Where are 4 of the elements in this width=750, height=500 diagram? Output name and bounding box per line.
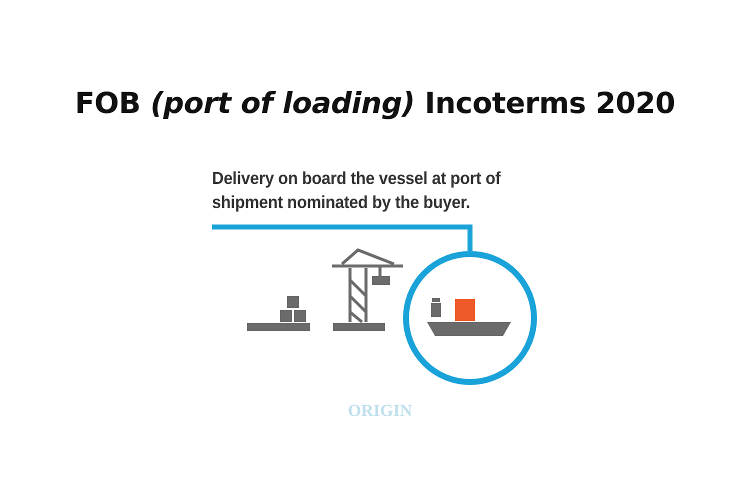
title: FOB (port of loading) Incoterms 2020 [74,86,676,120]
origin-label: ORIGIN [346,401,414,421]
description-text: Delivery on board the vessel at port of shipment nominated by the buyer. [212,167,502,214]
leader-line [212,224,472,251]
